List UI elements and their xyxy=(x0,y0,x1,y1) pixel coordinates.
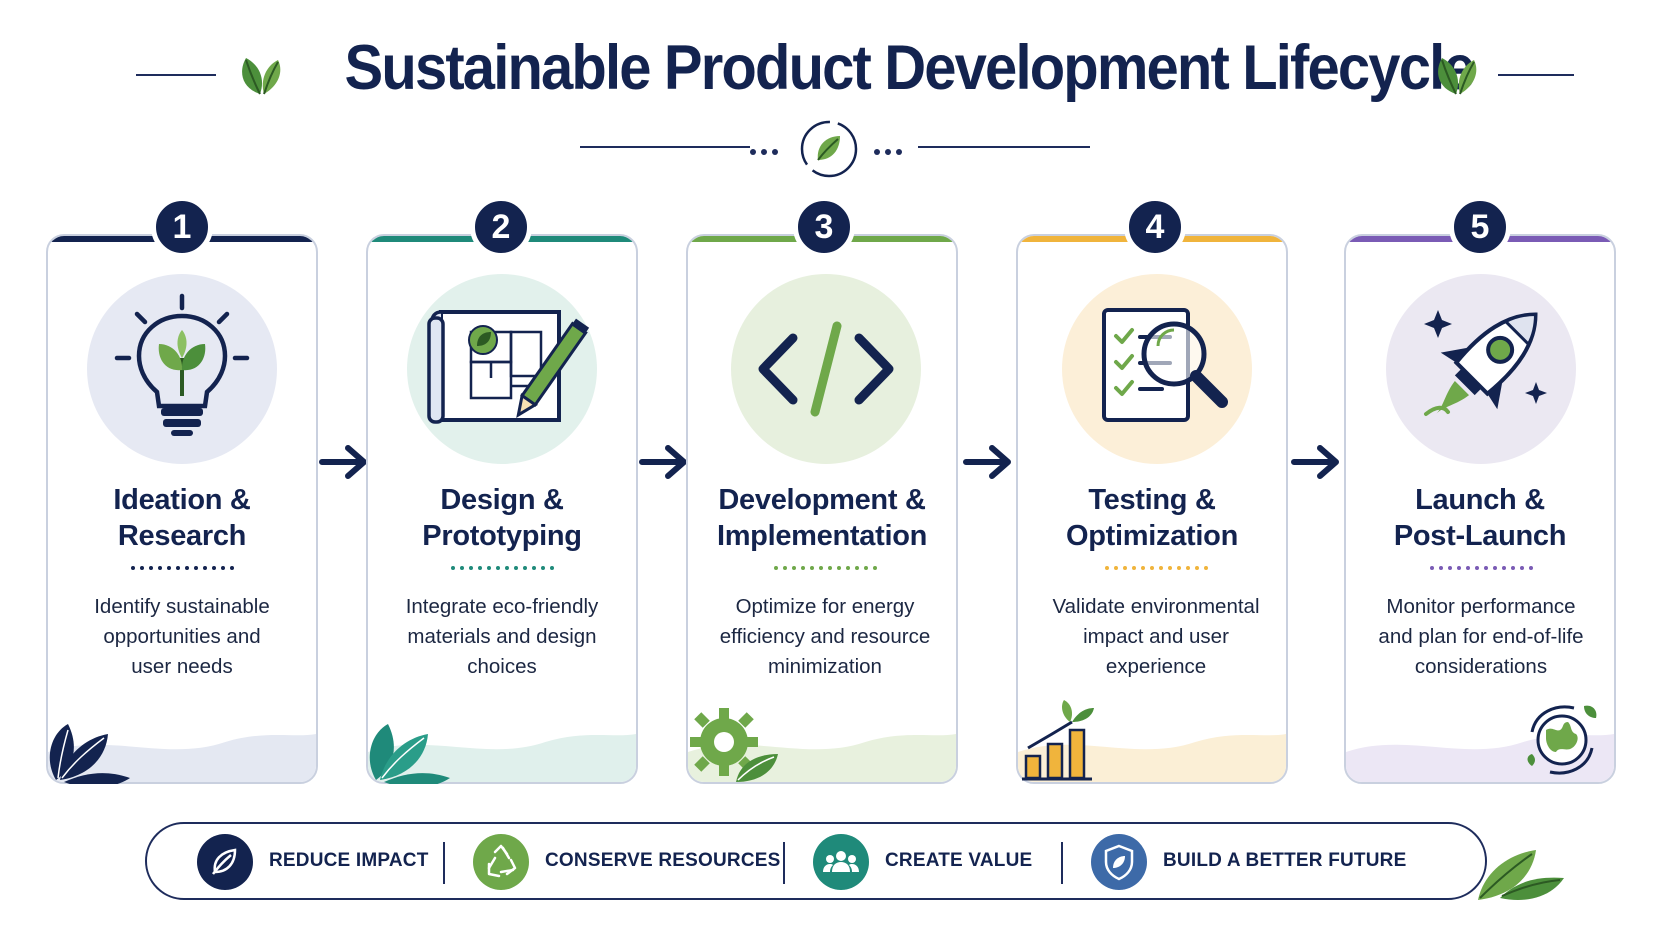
value-label: CREATE VALUE xyxy=(885,850,1033,871)
stage-number: 5 xyxy=(1449,196,1511,258)
leaf-decoration-icon xyxy=(1478,850,1564,900)
rocket-icon xyxy=(1386,274,1576,464)
stage-number: 4 xyxy=(1124,196,1186,258)
stage-title: Design & Prototyping xyxy=(422,484,582,552)
stage-title: Development & Implementation xyxy=(716,484,928,552)
stage-divider-dots xyxy=(1096,566,1216,572)
leaf-icon xyxy=(197,834,253,890)
stage-title: Testing & Optimization xyxy=(1065,484,1238,552)
shield-leaf-icon xyxy=(1091,834,1147,890)
arrow-right-icon xyxy=(319,445,367,479)
stage-divider-dots xyxy=(442,566,562,572)
leaf-icon xyxy=(1438,58,1477,95)
arrow-right-icon xyxy=(639,445,687,479)
value-label: BUILD A BETTER FUTURE xyxy=(1163,850,1407,871)
stage-divider-dots xyxy=(122,566,242,572)
recycle-icon xyxy=(473,834,529,890)
arrow-right-icon xyxy=(1291,445,1339,479)
leaves-decoration-icon xyxy=(369,724,450,784)
header: Sustainable Product Development Lifecycl… xyxy=(0,28,1672,118)
stage-number: 2 xyxy=(470,196,532,258)
gear-leaf-icon xyxy=(690,708,778,782)
stage-description: Validate environmental impact and user e… xyxy=(1052,595,1260,678)
stage-title: Launch & Post-Launch xyxy=(1393,484,1567,552)
title-divider xyxy=(580,112,1090,182)
stage-description: Integrate eco-friendly materials and des… xyxy=(405,595,599,678)
leaf-emblem-icon xyxy=(800,120,858,178)
values-banner: REDUCE IMPACT CONSERVE RESOURCES xyxy=(145,822,1487,900)
stage-description: Optimize for energy efficiency and resou… xyxy=(719,595,931,678)
stage-number: 1 xyxy=(151,196,213,258)
stage-title: Ideation & Research xyxy=(113,484,251,552)
title-rule-left xyxy=(136,74,216,76)
stage-divider-dots xyxy=(1421,566,1541,572)
title-rule-right xyxy=(1498,74,1574,76)
stage-description: Monitor performance and plan for end-of-… xyxy=(1378,595,1584,678)
value-label: CONSERVE RESOURCES xyxy=(545,850,781,871)
stage-description: Identify sustainable opportunities and u… xyxy=(94,595,270,678)
leaves-decoration-icon xyxy=(49,724,130,784)
stage-number: 3 xyxy=(793,196,855,258)
leaf-icon xyxy=(242,58,281,95)
page-title: Sustainable Product Development Lifecycl… xyxy=(344,33,1476,103)
people-icon xyxy=(813,834,869,890)
blueprint-pencil-icon xyxy=(407,274,597,464)
arrow-right-icon xyxy=(963,445,1011,479)
code-brackets-icon xyxy=(731,274,921,464)
growth-chart-icon xyxy=(1022,700,1094,781)
value-label: REDUCE IMPACT xyxy=(269,850,429,871)
lightbulb-leaf-icon xyxy=(87,274,277,464)
stage-divider-dots xyxy=(765,566,885,572)
checklist-magnifier-icon xyxy=(1062,274,1252,464)
globe-recycle-icon xyxy=(1527,705,1597,775)
